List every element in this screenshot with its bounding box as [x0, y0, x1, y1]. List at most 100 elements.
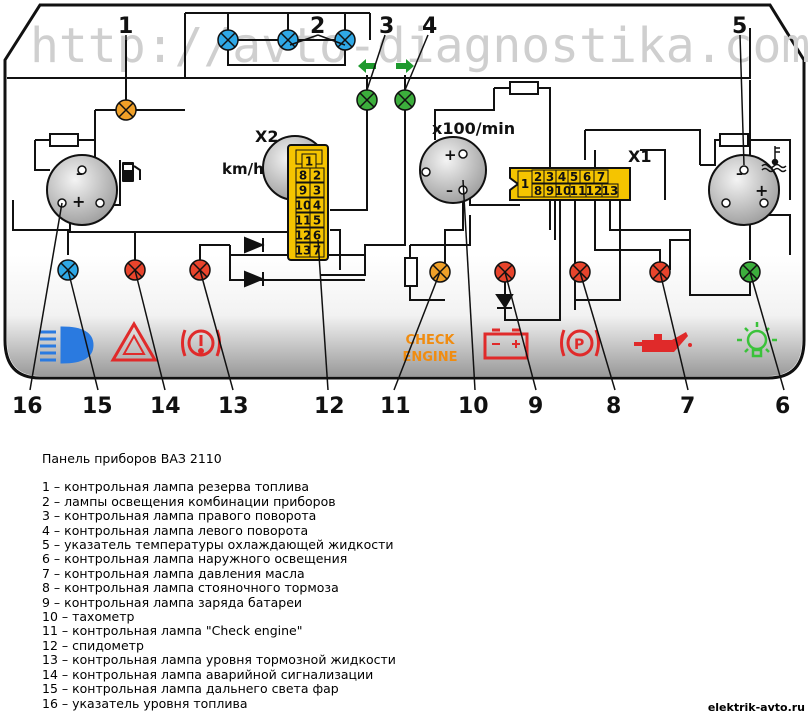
- x1-label: X1: [628, 147, 651, 166]
- callout-16: 16: [12, 394, 43, 419]
- svg-text:P: P: [574, 337, 584, 353]
- x2-pin-label: 12: [295, 229, 312, 243]
- x1-pin-label: 2: [534, 170, 542, 184]
- x2-pin-label: 7: [313, 244, 321, 258]
- lamps-bottom: [57, 259, 761, 283]
- fuel-gauge-minus: –: [76, 166, 83, 182]
- x1-pin-label: 9: [546, 184, 554, 198]
- oil-can-icon: [634, 332, 692, 352]
- legend-item: 10 – тахометр: [42, 609, 135, 625]
- x1-pin-label: 7: [597, 170, 605, 184]
- legend-item: 9 – контрольная лампа заряда батареи: [42, 594, 303, 610]
- legend-item: 2 – лампы освещения комбинации приборов: [42, 493, 336, 509]
- callout-8: 8: [606, 394, 621, 419]
- x2-pin-label: 10: [295, 199, 312, 213]
- callout-15: 15: [82, 394, 113, 419]
- lamp-2a: [217, 29, 239, 51]
- footer-site: elektrik-avto.ru: [707, 701, 805, 714]
- legend-item: 5 – указатель температуры охлаждающей жи…: [42, 537, 394, 553]
- x1-pin-label: 4: [558, 170, 566, 184]
- callout-11: 11: [380, 394, 411, 419]
- resistor-temp: [719, 133, 749, 147]
- light-bulb-icon: [737, 322, 777, 358]
- turn-right-arrow-icon: [396, 59, 414, 73]
- diode-1: [244, 236, 265, 254]
- x1-pin-label: 5: [570, 170, 578, 184]
- lamp-2b: [277, 29, 299, 51]
- fuel-pump-icon: [122, 162, 141, 182]
- instrument-panel-diagram: http://avto-diagnostika.com: [3, 3, 809, 419]
- x1-pin-label: 6: [583, 170, 591, 184]
- watermark-text: http://avto-diagnostika.com: [30, 18, 809, 74]
- legend-item: 13 – контрольная лампа уровня тормозной …: [42, 652, 396, 668]
- lamp-4-left-turn: [394, 89, 416, 111]
- legend: Панель приборов ВАЗ 2110 1 – контрольная…: [42, 451, 396, 711]
- x2-pin-label: 13: [295, 244, 312, 258]
- legend-item: 16 – указатель уровня топлива: [42, 695, 248, 711]
- leader-lines: [29, 34, 785, 391]
- diode-battery: [495, 294, 514, 309]
- check-engine-line-1: CHECK: [406, 333, 456, 348]
- temp-gauge-minus: –: [736, 166, 743, 182]
- callout-5: 5: [732, 14, 747, 39]
- temperature-gauge: + –: [708, 154, 780, 226]
- x1-pin-label: 8: [534, 184, 542, 198]
- x2-pin: [309, 182, 325, 198]
- fuel-gauge-plus: +: [72, 192, 85, 211]
- x2-pin-label: 4: [313, 199, 321, 213]
- callout-6: 6: [775, 394, 790, 419]
- tacho-plus: +: [444, 146, 457, 164]
- x2-pin: [309, 212, 325, 228]
- wiring: [7, 12, 791, 321]
- lamp-1-fuel-reserve: [115, 99, 137, 121]
- callout-4: 4: [422, 14, 437, 39]
- callout-2: 2: [310, 14, 325, 39]
- components: [49, 81, 749, 309]
- x2-pin-label: 8: [299, 169, 307, 183]
- callout-13: 13: [218, 394, 249, 419]
- legend-item: 14 – контрольная лампа аварийной сигнали…: [42, 666, 374, 682]
- x2-pin-label: 9: [299, 184, 307, 198]
- turn-left-arrow-icon: [358, 59, 376, 73]
- callout-9: 9: [528, 394, 543, 419]
- callout-7: 7: [680, 394, 695, 419]
- tacho-minus: –: [446, 183, 453, 199]
- hazard-triangle-icon: [110, 321, 158, 362]
- check-engine-line-2: ENGINE: [402, 350, 457, 365]
- x2-pin: [309, 242, 325, 258]
- callout-12: 12: [314, 394, 345, 419]
- tacho-unit-label: x100/min: [432, 119, 515, 138]
- parking-brake-icon: P: [560, 329, 600, 357]
- x1-pin-label: 11: [570, 184, 587, 198]
- x2-pin-label: 5: [313, 214, 321, 228]
- diode-2: [244, 270, 265, 288]
- lamp-3-right-turn: [356, 89, 378, 111]
- x2-pin-label: 2: [313, 169, 321, 183]
- legend-item: 8 – контрольная лампа стояночного тормоз…: [42, 580, 339, 596]
- callout-3: 3: [379, 14, 394, 39]
- battery-icon: [483, 328, 529, 360]
- speed-unit-label: km/h: [222, 160, 264, 178]
- lamp-2c: [334, 29, 356, 51]
- resistor-fuel: [49, 133, 79, 147]
- callout-14: 14: [150, 394, 181, 419]
- x2-pin: [309, 197, 325, 213]
- top-callouts: 1 2 3 4 5: [118, 14, 747, 39]
- legend-item: 12 – спидометр: [42, 637, 144, 653]
- x2-pin-label: 6: [313, 229, 321, 243]
- resistor-tacho: [509, 81, 539, 95]
- x1-pin: [601, 183, 619, 198]
- x2-pin-label: 1: [305, 155, 313, 169]
- legend-title: Панель приборов ВАЗ 2110: [42, 451, 222, 466]
- tachometer: + –: [419, 136, 487, 204]
- x1-pin-label: 1: [521, 177, 529, 191]
- legend-item: 6 – контрольная лампа наружного освещени…: [42, 551, 348, 567]
- coolant-temp-icon: [761, 146, 787, 173]
- legend-item: 3 – контрольная лампа правого поворота: [42, 508, 317, 524]
- legend-item: 4 – контрольная лампа левого поворота: [42, 522, 309, 538]
- x2-pin: [309, 227, 325, 243]
- temp-gauge-plus: +: [755, 181, 768, 200]
